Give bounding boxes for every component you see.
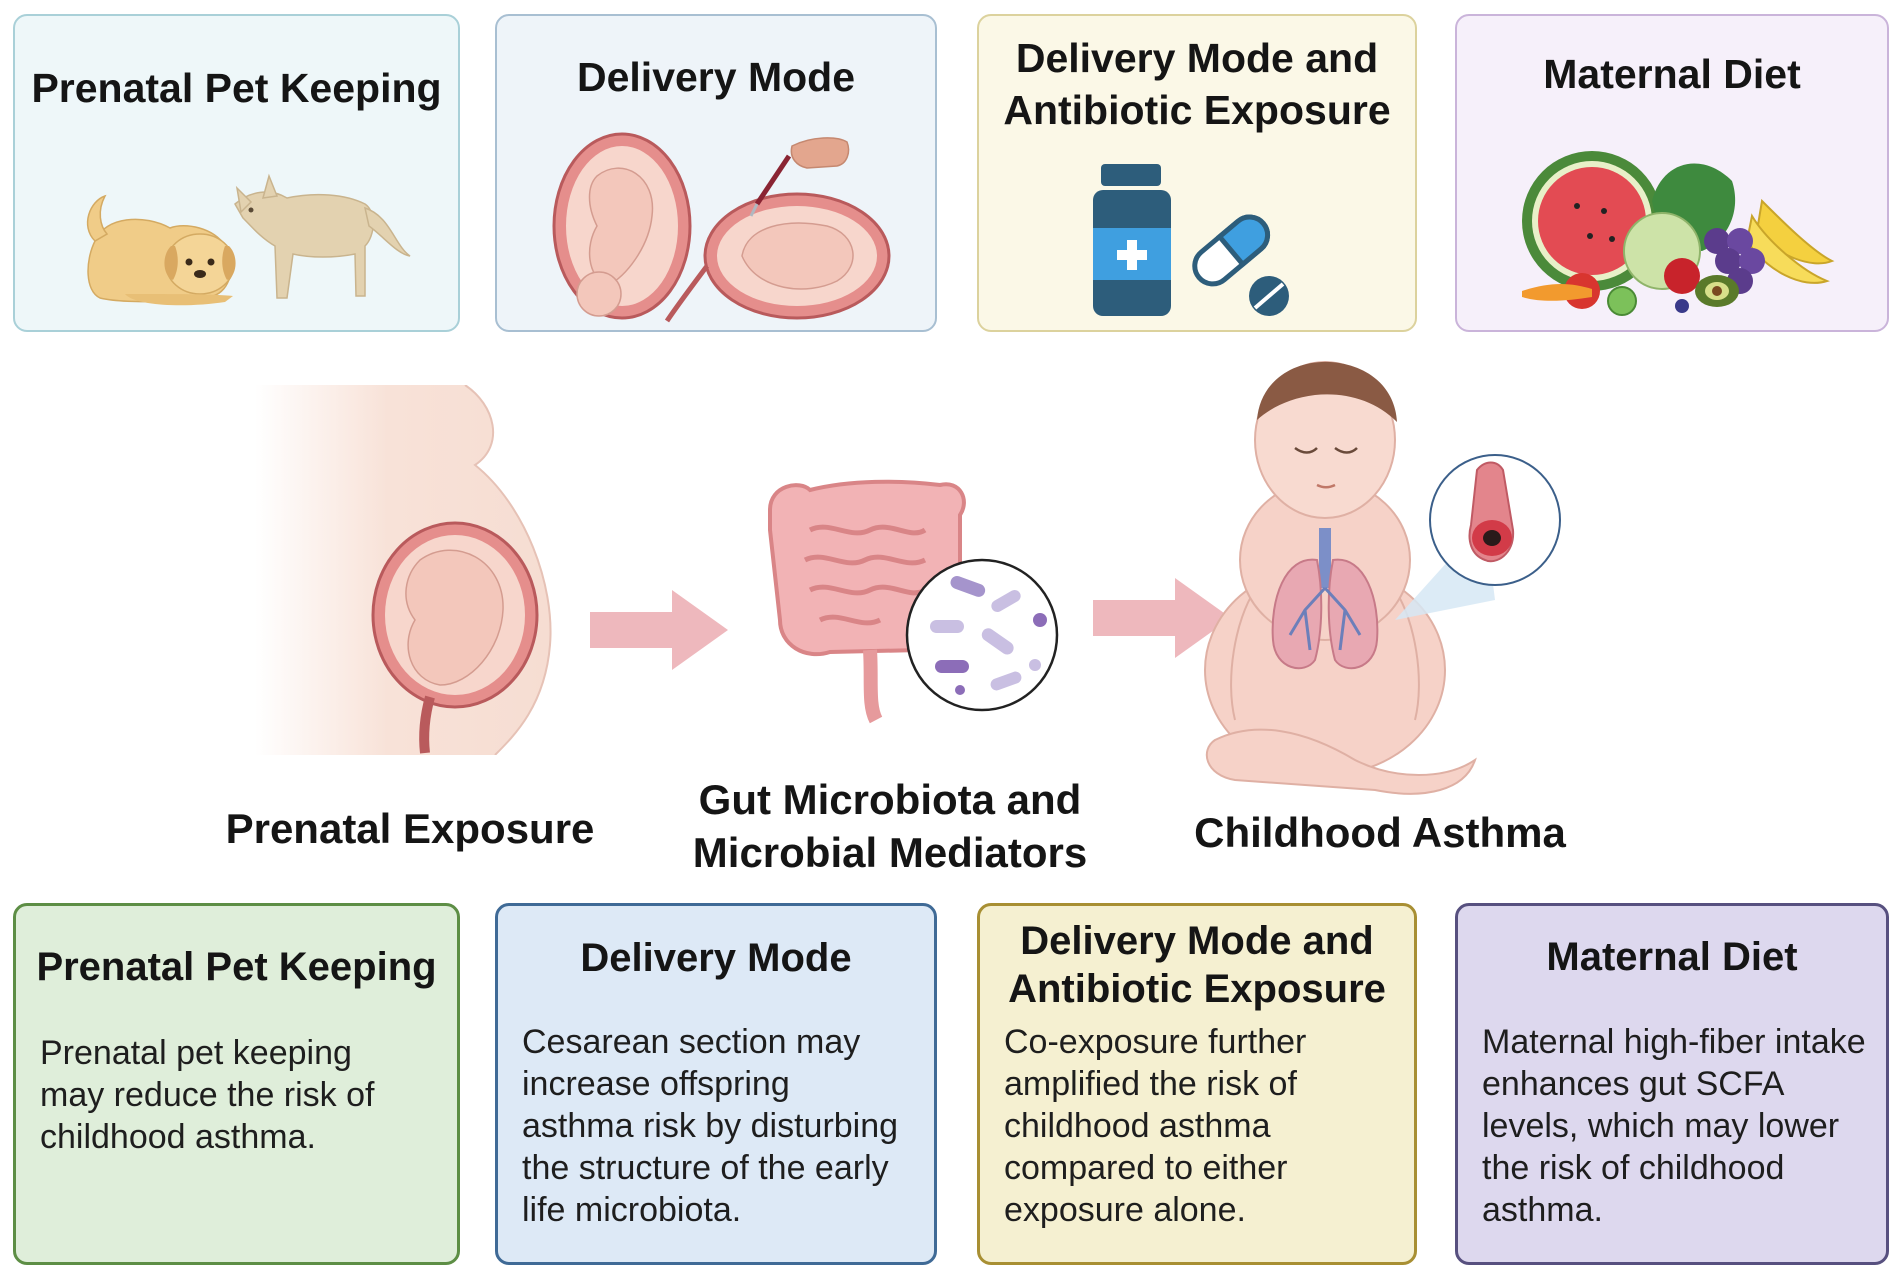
card-title: Delivery Mode (580, 936, 852, 980)
body-line: life microbiota. (522, 1191, 742, 1229)
stage-label-gut-microbiota-line-2: Microbial Mediators (692, 829, 1088, 876)
uterus-icon (552, 132, 692, 320)
tablet-icon (1249, 276, 1289, 316)
pregnant-abdomen-illustration (255, 385, 552, 755)
child-asthma-illustration (1204, 361, 1561, 795)
cesarean-delivery-icon (552, 132, 891, 323)
medication-icon (1093, 164, 1289, 316)
bottom-card-delivery-mode: Delivery Mode Cesarean section may incre… (495, 903, 937, 1265)
top-card-pet-keeping: Prenatal Pet Keeping (13, 14, 460, 332)
body-line: levels, which may lower (1482, 1107, 1840, 1145)
stage-label-prenatal-exposure: Prenatal Exposure (225, 805, 595, 852)
bottom-card-delivery-antibiotic: Delivery Mode and Antibiotic Exposure Co… (977, 903, 1417, 1265)
card-title: Maternal Diet (1543, 51, 1801, 97)
pets-icon (86, 173, 411, 306)
body-line: exposure alone. (1004, 1191, 1246, 1229)
uterus-icon (664, 192, 891, 323)
card-body: Cesarean section may increase offspring … (522, 1021, 920, 1231)
card-title: Delivery Mode (577, 54, 855, 100)
body-line: Maternal high-fiber intake (1482, 1023, 1866, 1061)
body-line: Co-exposure further (1004, 1023, 1307, 1061)
card-body: Co-exposure further amplified the risk o… (1004, 1021, 1400, 1231)
gut-microbiota-illustration (768, 479, 1059, 724)
body-line: amplified the risk of (1004, 1065, 1297, 1103)
card-title: Prenatal Pet Keeping (36, 945, 437, 989)
scalpel-icon (749, 137, 850, 217)
puppy-icon (86, 194, 236, 306)
card-title-line-2: Antibiotic Exposure (1003, 87, 1391, 133)
body-line: the structure of the early (522, 1149, 889, 1187)
body-line: Cesarean section may (522, 1023, 861, 1061)
stage-label-childhood-asthma: Childhood Asthma (1194, 809, 1566, 856)
uterus-icon (371, 521, 539, 754)
body-line: enhances gut SCFA (1482, 1065, 1785, 1103)
body-line: the risk of childhood (1482, 1149, 1785, 1187)
grapes-icon (1704, 228, 1765, 294)
bottom-card-pet-keeping: Prenatal Pet Keeping Prenatal pet keepin… (13, 903, 460, 1265)
cat-icon (234, 173, 411, 299)
vegetables-icon (1522, 258, 1739, 316)
top-card-maternal-diet: Maternal Diet (1455, 14, 1889, 332)
medicine-bottle-icon (1093, 164, 1171, 316)
stage-label-gut-microbiota-line-1: Gut Microbiota and (698, 776, 1082, 823)
top-card-delivery-antibiotic: Delivery Mode and Antibiotic Exposure (977, 14, 1417, 332)
airway-zoom-icon (1395, 454, 1561, 620)
lungs-icon (1271, 528, 1379, 670)
body-line: increase offspring (522, 1065, 790, 1103)
card-title: Prenatal Pet Keeping (31, 65, 442, 111)
body-line: asthma. (1482, 1191, 1603, 1229)
body-line: childhood asthma (1004, 1107, 1271, 1145)
body-line: Prenatal pet keeping (40, 1034, 352, 1072)
body-line: asthma risk by disturbing (522, 1107, 899, 1145)
card-body: Maternal high-fiber intake enhances gut … (1482, 1021, 1872, 1231)
card-title-line-1: Delivery Mode and (1020, 919, 1374, 963)
card-title-line-1: Delivery Mode and (1015, 35, 1379, 81)
food-icon (1522, 151, 1835, 316)
capsule-icon (1192, 214, 1271, 287)
flow-arrow-1 (590, 590, 728, 670)
card-body: Prenatal pet keeping may reduce the risk… (40, 1032, 443, 1158)
body-line: may reduce the risk of (40, 1076, 375, 1114)
card-title-line-2: Antibiotic Exposure (1008, 967, 1386, 1011)
microbes-icon (905, 558, 1059, 712)
bottom-card-maternal-diet: Maternal Diet Maternal high-fiber intake… (1455, 903, 1889, 1265)
card-title: Maternal Diet (1546, 935, 1798, 979)
body-line: childhood asthma. (40, 1118, 316, 1156)
flow-arrow-2 (1093, 578, 1231, 658)
body-line: compared to either (1004, 1149, 1288, 1187)
top-card-delivery-mode: Delivery Mode (495, 14, 937, 332)
